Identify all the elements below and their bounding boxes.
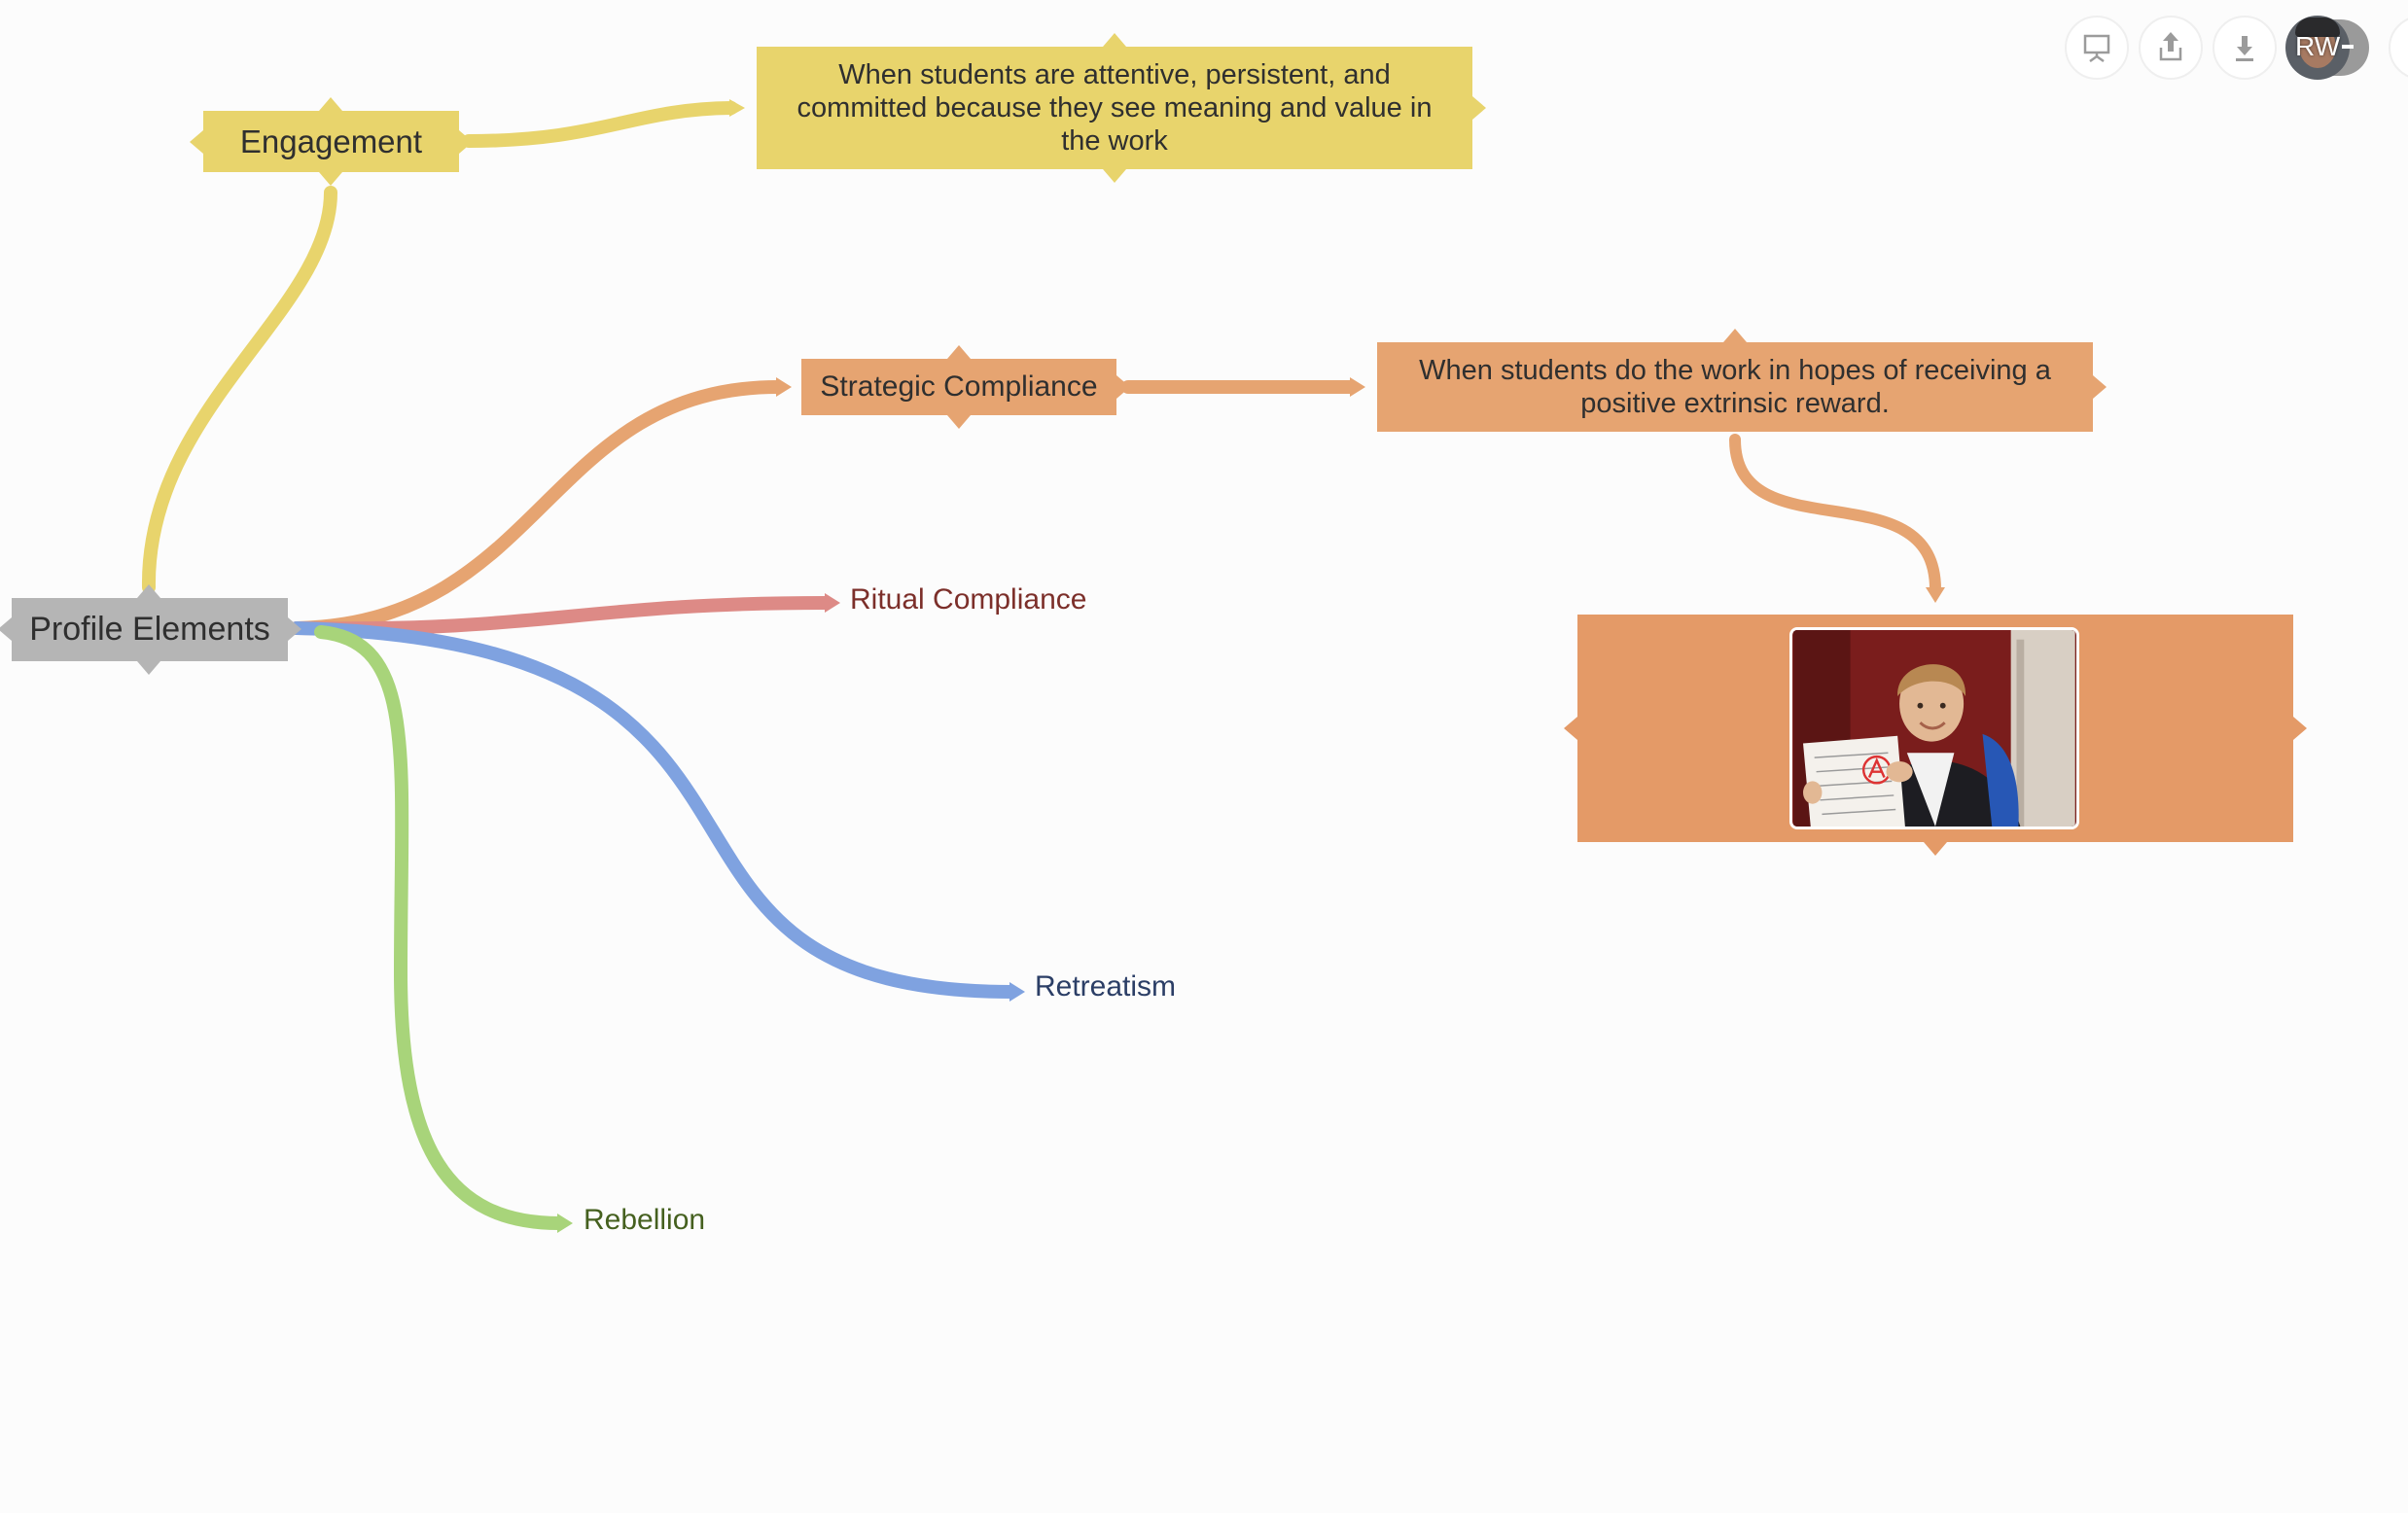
handle-profile-top[interactable]	[137, 584, 160, 598]
handle-strategic-desc-right[interactable]	[2093, 375, 2107, 399]
node-root-label: Profile Elements	[29, 611, 270, 648]
handle-image-card-bottom[interactable]	[1924, 842, 1947, 856]
handle-engagement-desc-top[interactable]	[1103, 33, 1126, 47]
handle-strategic-right[interactable]	[1116, 375, 1130, 399]
handle-strategic-top[interactable]	[947, 345, 971, 359]
arrow-tip-engagement-desc	[729, 99, 745, 117]
connector-retreatism	[290, 621, 1018, 999]
node-ritual-compliance[interactable]: Ritual Compliance	[850, 583, 1087, 616]
handle-image-card-right[interactable]	[2293, 717, 2307, 740]
handle-strategic-desc-top[interactable]	[1723, 329, 1747, 342]
node-rebellion[interactable]: Rebellion	[584, 1204, 706, 1236]
student-holding-graded-paper-image	[1793, 630, 2075, 827]
download-button[interactable]	[2213, 16, 2277, 80]
handle-engagement-bottom[interactable]	[319, 172, 342, 186]
arrow-tip-rebellion	[557, 1214, 573, 1233]
handle-profile-left[interactable]	[0, 617, 12, 641]
upload-icon	[2159, 32, 2182, 61]
connector-rebellion	[314, 625, 566, 1230]
node-strategic-compliance-description[interactable]: When students do the work in hopes of re…	[1377, 342, 2093, 432]
connector-engagement	[141, 186, 337, 594]
connector-strategic	[290, 380, 785, 635]
handle-engagement-left[interactable]	[190, 130, 203, 154]
node-retreatism[interactable]: Retreatism	[1035, 970, 1177, 1003]
node-strategic-compliance[interactable]: Strategic Compliance	[801, 359, 1116, 415]
arrow-tip-strategic	[776, 377, 792, 397]
connector-engagement-desc	[462, 101, 738, 148]
node-root-profile-elements[interactable]: Profile Elements	[12, 598, 288, 661]
node-engagement-description[interactable]: When students are attentive, persistent,…	[757, 47, 1472, 169]
share-button[interactable]	[2139, 16, 2203, 80]
handle-profile-bottom[interactable]	[137, 661, 160, 675]
handle-engagement-desc-bottom[interactable]	[1103, 169, 1126, 183]
user-avatar[interactable]: RW	[2285, 16, 2369, 80]
avatar-photo	[2285, 16, 2350, 80]
handle-engagement-right[interactable]	[459, 130, 473, 154]
handle-profile-right[interactable]	[288, 617, 301, 641]
connector-image-card	[1729, 434, 1941, 595]
node-engagement-description-text: When students are attentive, persistent,…	[797, 59, 1433, 157]
handle-engagement-desc-right[interactable]	[1472, 96, 1486, 120]
node-engagement[interactable]: Engagement	[203, 111, 459, 172]
node-engagement-label: Engagement	[239, 123, 423, 159]
arrow-tip-image-card	[1926, 587, 1945, 603]
node-strategic-compliance-description-text: When students do the work in hopes of re…	[1419, 355, 2051, 419]
arrow-tip-ritual	[825, 593, 840, 613]
handle-strategic-bottom[interactable]	[947, 415, 971, 429]
handle-engagement-top[interactable]	[319, 97, 342, 111]
arrow-tip-retreatism	[1009, 982, 1025, 1002]
student-photo[interactable]	[1789, 627, 2079, 829]
node-strategic-compliance-label: Strategic Compliance	[820, 370, 1098, 403]
arrow-tip-strategic-desc	[1350, 377, 1365, 397]
download-icon	[2236, 36, 2253, 61]
present-button[interactable]	[2065, 16, 2129, 80]
presentation-icon	[2083, 34, 2110, 63]
handle-image-card-left[interactable]	[1564, 717, 1577, 740]
avatar-menu-indicator	[2342, 45, 2354, 49]
avatar-initials: RW	[2295, 31, 2341, 61]
